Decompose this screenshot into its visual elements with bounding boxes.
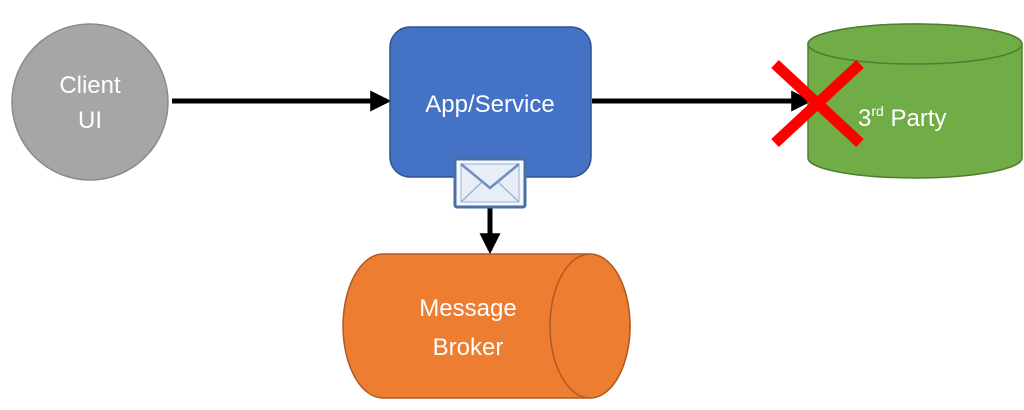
message-broker-node: Message Broker [342,253,631,399]
app-service-node: App/Service [389,26,592,178]
red-x-icon [771,59,864,148]
third-party-label: 3rd Party [858,103,947,132]
client-ui-label-line2: UI [78,107,102,134]
third-party-node: 3rd Party [807,23,1023,179]
message-broker-label-line1: Message [419,295,516,322]
envelope-icon [453,157,527,209]
client-ui-node: Client UI [11,23,169,181]
client-ui-label-line1: Client [59,72,121,99]
message-broker-label-line2: Broker [433,334,504,361]
app-service-label: App/Service [425,91,554,118]
